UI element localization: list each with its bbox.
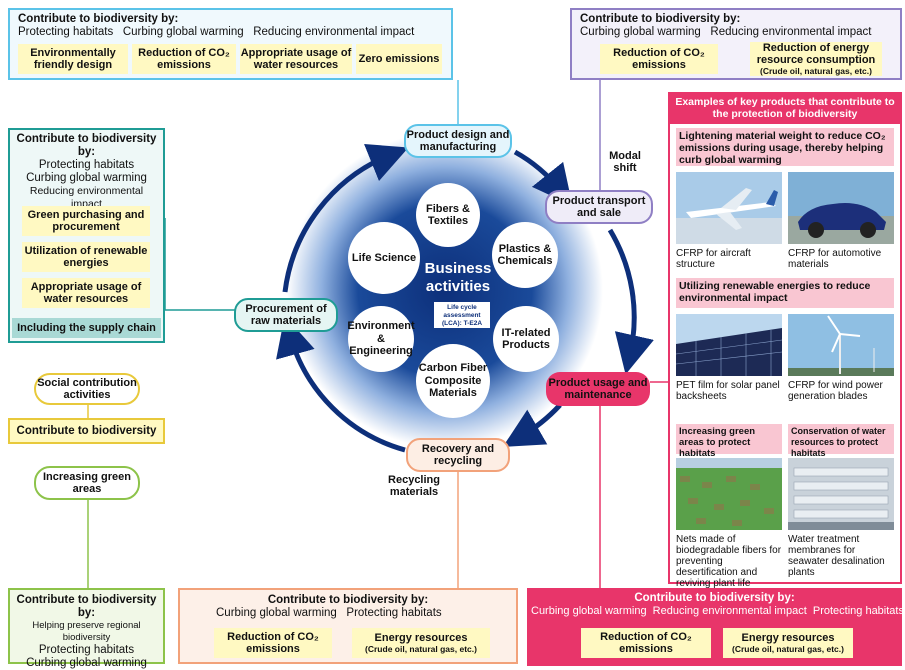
stage-transport: Product transport and sale bbox=[545, 190, 653, 224]
bottom-left-heading: Contribute to biodiversity by: bbox=[16, 594, 157, 619]
increasing-green-pill: Increasing green areas bbox=[34, 466, 140, 500]
top-left-item-1: Environmentally friendly design bbox=[18, 44, 128, 74]
aircraft-photo bbox=[676, 172, 782, 244]
bottom-right-item-2-sub: (Crude oil, natural gas, etc.) bbox=[732, 644, 844, 654]
left-item-1: Green purchasing and procurement bbox=[22, 206, 150, 236]
bottom-left-panel: Contribute to biodiversity by: Helping p… bbox=[8, 588, 165, 669]
top-left-panel: Contribute to biodiversity by: Protectin… bbox=[8, 8, 453, 80]
left-line-1: Protecting habitats bbox=[38, 159, 135, 171]
left-item-2: Utilization of renewable energies bbox=[22, 242, 150, 272]
caption-wind: CFRP for wind power generation blades bbox=[788, 380, 883, 402]
bottom-mid-item-1: Reduction of CO₂ emissions bbox=[214, 628, 332, 658]
top-left-line: Protecting habitats Curbing global warmi… bbox=[18, 26, 415, 38]
solar-photo bbox=[676, 314, 782, 376]
bottom-left-line-1: Protecting habitats bbox=[38, 644, 135, 656]
business-activities-title: Business activities bbox=[424, 260, 492, 295]
stage-usage: Product usage and maintenance bbox=[546, 372, 650, 406]
example-bar-water: Conservation of water resources to prote… bbox=[788, 424, 894, 458]
stage-procurement: Procurement of raw materials bbox=[234, 298, 338, 332]
left-heading: Contribute to biodiversity by: bbox=[16, 133, 157, 158]
arrow-transport-usage bbox=[607, 228, 654, 375]
top-right-item-2: Reduction of energy resource consumption… bbox=[750, 42, 882, 76]
car-photo bbox=[788, 172, 894, 244]
top-left-item-2: Reduction of CO₂ emissions bbox=[132, 44, 236, 74]
example-bar-weight: Lightening material weight to reduce CO₂… bbox=[676, 128, 894, 166]
caption-aircraft: CFRP for aircraft structure bbox=[676, 248, 751, 270]
left-item-3: Appropriate usage of water resources bbox=[22, 278, 150, 308]
bottom-right-panel: Contribute to biodiversity by: Curbing g… bbox=[527, 588, 904, 666]
example-bar-renewable: Utilizing renewable energies to reduce e… bbox=[676, 278, 894, 308]
examples-panel: Examples of key products that contribute… bbox=[668, 92, 902, 589]
top-right-item-1: Reduction of CO₂ emissions bbox=[600, 44, 718, 74]
bottom-right-item-2: Energy resources (Crude oil, natural gas… bbox=[723, 628, 853, 658]
modal-shift-label: Modal shift bbox=[609, 150, 641, 174]
caption-automotive: CFRP for automotive materials bbox=[788, 248, 882, 270]
arrow-procurement-design bbox=[282, 143, 409, 293]
circle-fibers: Fibers & Textiles bbox=[416, 183, 480, 247]
caption-nets: Nets made of biodegradable fibers for pr… bbox=[676, 534, 782, 589]
bottom-mid-heading: Contribute to biodiversity by: bbox=[267, 594, 429, 606]
circle-carbon: Carbon Fiber Composite Materials bbox=[416, 344, 490, 418]
left-line-2: Curbing global warming bbox=[26, 172, 147, 184]
bottom-right-heading: Contribute to biodiversity by: bbox=[634, 592, 795, 604]
left-panel: Contribute to biodiversity by: Protectin… bbox=[8, 128, 165, 343]
bottom-mid-item-2: Energy resources (Crude oil, natural gas… bbox=[352, 628, 490, 658]
lca-badge: Life cycle assessment (LCA): T-E2A bbox=[434, 302, 490, 328]
circle-environment: Environment & Engineering bbox=[347, 306, 415, 372]
top-left-heading: Contribute to biodiversity by: bbox=[18, 13, 179, 25]
bottom-right-item-2-text: Energy resources bbox=[741, 632, 835, 644]
bottom-left-sub: Helping preserve regional biodiversity bbox=[32, 620, 141, 643]
top-right-line: Curbing global warming Reducing environm… bbox=[580, 26, 872, 38]
circle-life-science: Life Science bbox=[348, 222, 420, 294]
top-right-panel: Contribute to biodiversity by: Curbing g… bbox=[570, 8, 902, 80]
bottom-right-line: Curbing global warming Reducing environm… bbox=[531, 605, 904, 617]
bottom-mid-item-2-text: Energy resources bbox=[374, 632, 468, 644]
arrow-recovery-procurement bbox=[276, 315, 406, 453]
stage-design: Product design and manufacturing bbox=[404, 124, 512, 158]
bottom-right-item-1: Reduction of CO₂ emissions bbox=[581, 628, 711, 658]
circle-it: IT-related Products bbox=[493, 306, 559, 372]
top-right-item-2-sub: (Crude oil, natural gas, etc.) bbox=[760, 66, 872, 76]
bottom-mid-item-2-sub: (Crude oil, natural gas, etc.) bbox=[365, 644, 477, 654]
left-footer: Including the supply chain bbox=[12, 318, 161, 338]
bottom-mid-panel: Contribute to biodiversity by: Curbing g… bbox=[178, 588, 518, 664]
wind-turbine-photo bbox=[788, 314, 894, 376]
top-left-item-3: Appropriate usage of water resources bbox=[240, 44, 352, 74]
top-left-item-4: Zero emissions bbox=[356, 44, 442, 74]
stage-recovery: Recovery and recycling bbox=[406, 438, 510, 472]
nets-photo bbox=[676, 458, 782, 530]
arrow-design-transport bbox=[513, 149, 573, 206]
examples-header: Examples of key products that contribute… bbox=[670, 94, 900, 124]
bottom-left-line-2: Curbing global warming bbox=[26, 657, 147, 669]
arrow-usage-recovery bbox=[502, 403, 562, 448]
membrane-photo bbox=[788, 458, 894, 530]
bottom-mid-line: Curbing global warming Protecting habita… bbox=[216, 607, 442, 619]
example-bar-green: Increasing green areas to protect habita… bbox=[676, 424, 782, 459]
top-right-item-2-text: Reduction of energy resource consumption bbox=[756, 42, 876, 66]
caption-solar: PET film for solar panel backsheets bbox=[676, 380, 780, 402]
social-contribution-pill: Social contribution activities bbox=[34, 373, 140, 405]
circle-plastics: Plastics & Chemicals bbox=[492, 222, 558, 288]
social-contribute-box: Contribute to biodiversity bbox=[8, 418, 165, 444]
top-right-heading: Contribute to biodiversity by: bbox=[580, 13, 741, 25]
caption-membranes: Water treatment membranes for seawater d… bbox=[788, 534, 885, 578]
recycling-materials-label: Recycling materials bbox=[388, 474, 440, 498]
